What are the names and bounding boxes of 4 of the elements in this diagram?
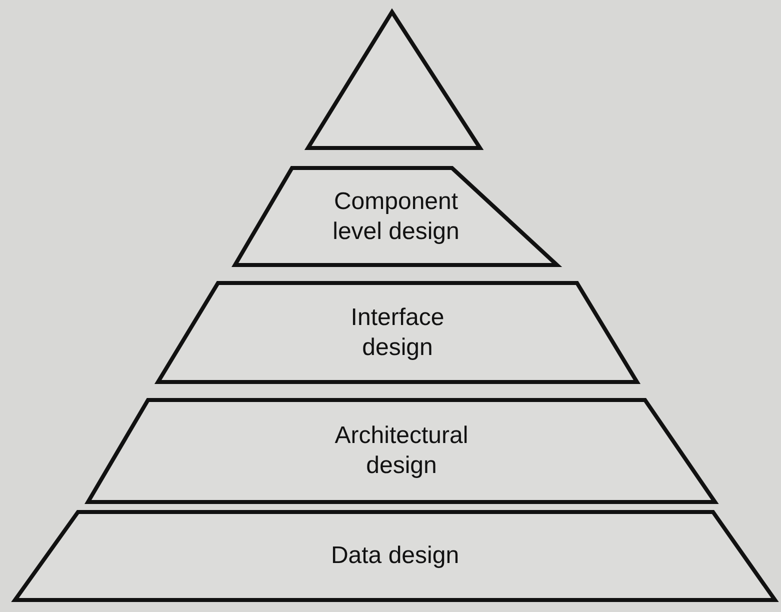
- layer-label: Interface design: [350, 302, 446, 362]
- layer-label: Data design: [330, 541, 460, 571]
- layer-label: Component level design: [332, 186, 460, 246]
- layer-label: Architectural design: [334, 421, 470, 481]
